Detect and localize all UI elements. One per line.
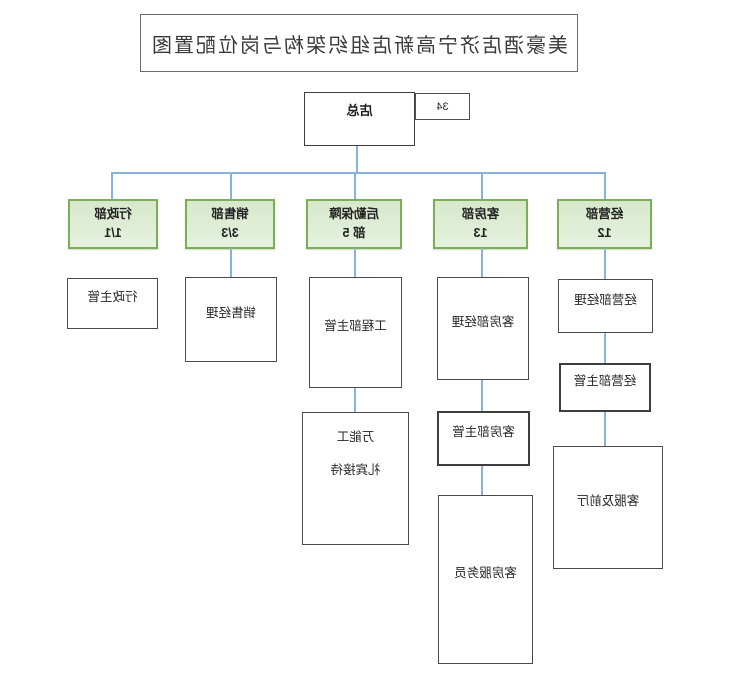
connector-drop-operations	[604, 172, 606, 199]
connector-ops-manager-stem	[604, 333, 606, 363]
connector-logistics-stem	[354, 248, 356, 277]
node-room-attendant-label: 客房服务员	[454, 566, 517, 580]
connector-operations-stem	[604, 248, 606, 279]
connector-drop-sales	[230, 172, 232, 199]
node-handyman-concierge-label: 万能工礼宾接待	[330, 430, 381, 477]
node-housekeeping-supervisor: 客房部主管	[437, 411, 530, 466]
connector-root-stem	[356, 146, 358, 173]
node-engineering-supervisor-label: 工程部主管	[324, 319, 387, 333]
node-operations-manager: 经营部经理	[558, 279, 653, 333]
chart-title: 美豪酒店济宁高新店组织架构与岗位配置图	[150, 34, 568, 57]
dept-logistics-label: 后勤保障部 5	[329, 207, 380, 240]
node-guest-service-front-office: 客服及前厅	[553, 446, 663, 569]
node-operations-manager-label: 经营部经理	[574, 292, 637, 307]
root-node-label: 店总	[346, 103, 373, 118]
node-sales-manager-label: 销售经理	[206, 306, 257, 320]
headcount-badge: 34	[415, 93, 470, 120]
node-admin-supervisor: 行政主管	[67, 278, 158, 329]
node-handyman-concierge: 万能工礼宾接待	[302, 412, 409, 545]
node-operations-supervisor-label: 经营部主管	[573, 374, 637, 388]
node-room-attendant: 客房服务员	[438, 495, 533, 664]
connector-bus	[111, 172, 606, 174]
chart-title-box: 美豪酒店济宁高新店组织架构与岗位配置图	[140, 14, 578, 72]
connector-drop-logistics	[354, 172, 356, 199]
connector-housekeeping-stem	[481, 248, 483, 277]
node-guest-service-front-office-label: 客服及前厅	[576, 494, 640, 508]
connector-hk-supervisor-stem	[481, 466, 483, 495]
node-housekeeping-supervisor-label: 客房部主管	[452, 425, 515, 439]
node-housekeeping-manager: 客房部经理	[437, 277, 529, 380]
connector-drop-admin	[111, 172, 113, 199]
dept-logistics: 后勤保障部 5	[306, 199, 402, 249]
node-housekeeping-manager-label: 客房部经理	[451, 315, 515, 329]
headcount-value: 34	[436, 100, 449, 113]
node-sales-manager: 销售经理	[185, 277, 277, 362]
connector-hk-manager-stem	[481, 380, 483, 411]
node-operations-supervisor: 经营部主管	[559, 363, 651, 412]
root-node-general-manager: 店总	[304, 92, 415, 146]
connector-engineering-stem	[354, 388, 356, 412]
connector-sales-stem	[230, 248, 232, 277]
connector-ops-supervisor-stem	[604, 412, 606, 446]
node-admin-supervisor-label: 行政主管	[87, 290, 138, 304]
node-engineering-supervisor: 工程部主管	[309, 277, 402, 388]
connector-drop-housekeeping	[481, 172, 483, 199]
